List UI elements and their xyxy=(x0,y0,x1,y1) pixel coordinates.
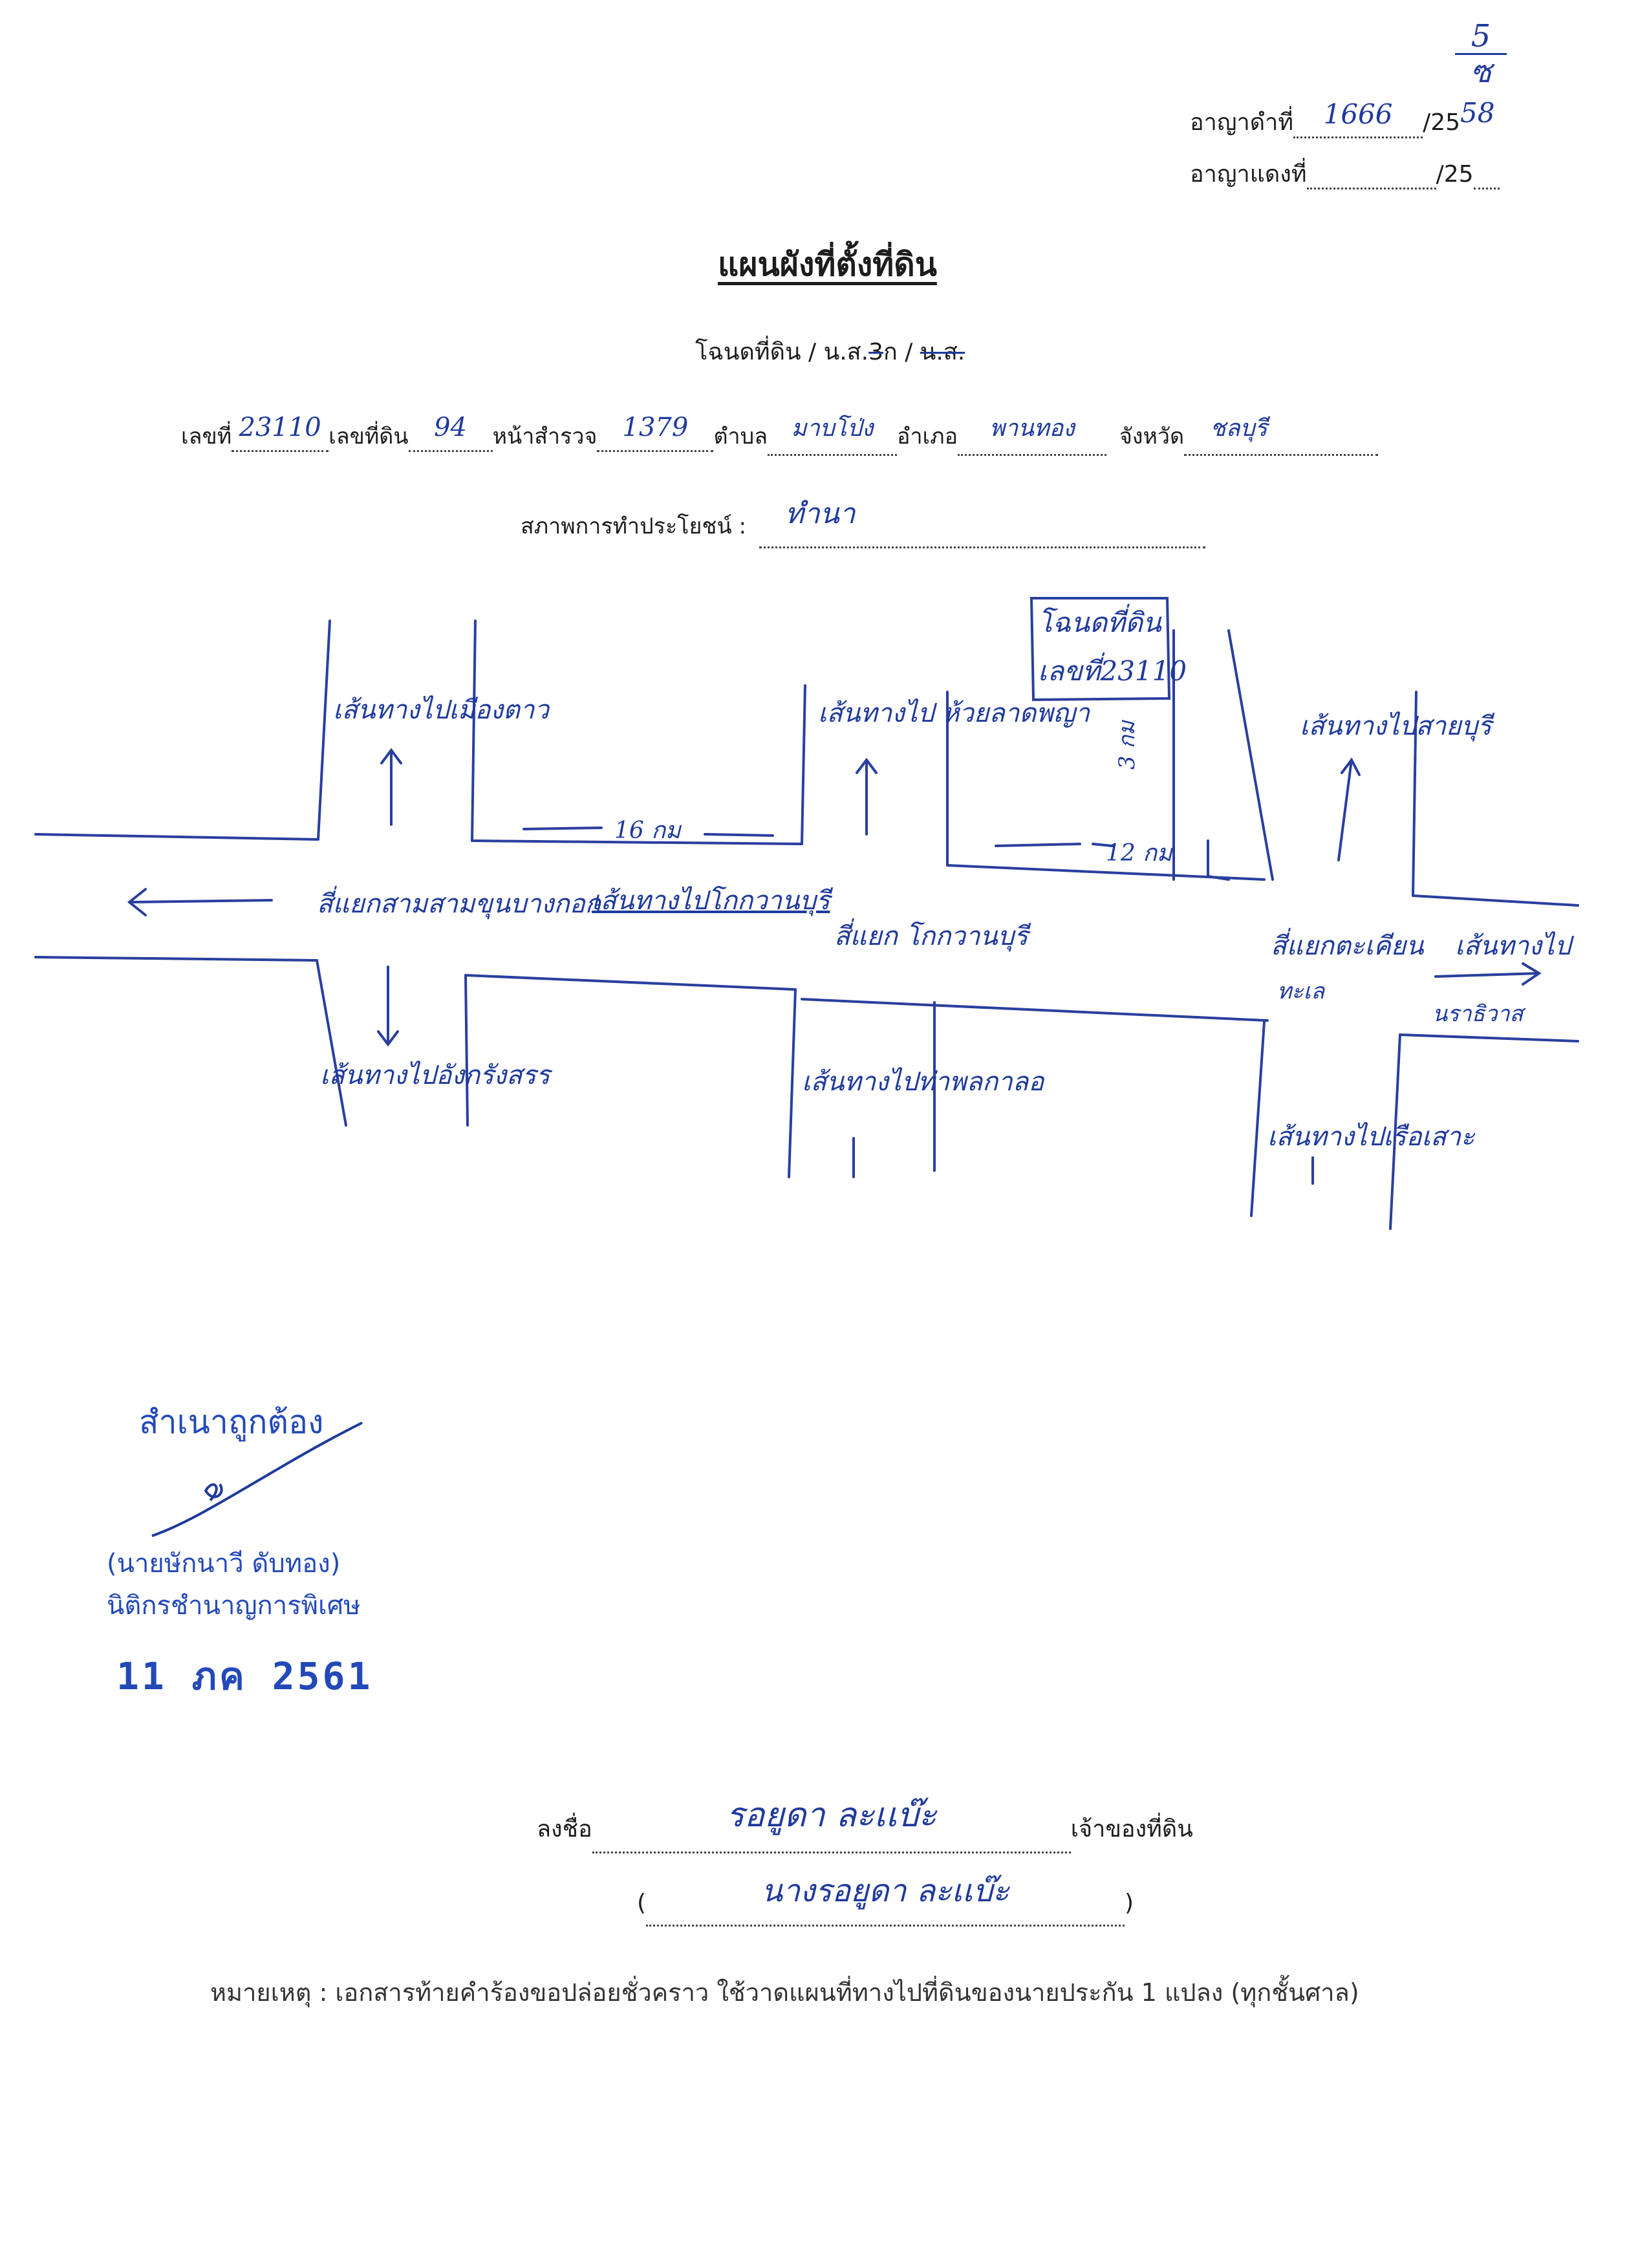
province-value: ชลบุรี xyxy=(1210,415,1267,442)
black-case-number: อาญาดำที่ 1666/2558 xyxy=(1190,97,1494,140)
dist-12: 12 กม xyxy=(1106,840,1172,867)
survey-value: 1379 xyxy=(622,413,689,442)
certifier-position: นิติกรชำนาญการพิเศษ xyxy=(107,1591,361,1621)
dist-3: 3 กม xyxy=(1114,720,1140,770)
junction-mid: สี่แยก โกกวานบุรี xyxy=(834,922,1028,951)
road-label-right-line2: นราธิวาส xyxy=(1432,1001,1524,1027)
road-edge-bottom-right xyxy=(1399,1033,1579,1042)
road-label-bottom-left: เส้นทางไปอังกรังสรร xyxy=(320,1061,550,1090)
road-label-kokwan: เส้นทางไปโกกวานบุรี xyxy=(592,886,830,916)
junction-right-line1: สี่แยกตะเคียน xyxy=(1271,931,1424,961)
deed-no-value: 23110 xyxy=(239,413,321,442)
deed-box xyxy=(1029,597,1171,702)
amphoe-label: อำเภอ xyxy=(897,424,958,449)
deed-types: โฉนดที่ดิน / น.ส.3ก / น.ส. xyxy=(695,333,965,370)
deed-marker xyxy=(1207,839,1230,881)
land-no-value: 94 xyxy=(434,413,468,442)
deed-box-line2: เลขที่23110 xyxy=(1038,655,1187,687)
page-number-bottom: ซ xyxy=(1455,53,1507,89)
sign-label: ลงชื่อ xyxy=(537,1816,592,1842)
certified-date: 11 ภค 2561 xyxy=(116,1654,373,1698)
black-case-label: อาญาดำที่ xyxy=(1190,109,1294,136)
dist-line-16a xyxy=(523,826,603,830)
black-case-year-prefix: /25 xyxy=(1423,109,1460,136)
signature-row: ลงชื่อ รอยูดา ละเเบ๊ะเจ้าของที่ดิน xyxy=(537,1796,1193,1853)
deed-types-part2: ก / xyxy=(883,339,920,365)
owner-label: เจ้าของที่ดิน xyxy=(1070,1816,1193,1842)
road-v-4a xyxy=(1412,691,1417,897)
page-title: แผนผังที่ตั้งที่ดิน xyxy=(718,246,937,283)
dist-line-12b xyxy=(1092,843,1114,847)
land-no-label: เลขที่ดิน xyxy=(329,424,409,449)
dist-line-12a xyxy=(995,843,1081,847)
tambon-label: ตำบล xyxy=(713,424,768,449)
survey-label: หน้าสำรวจ xyxy=(492,424,598,449)
page-number: 5 ซ xyxy=(1455,19,1507,89)
junction-right-line2: ทะเล xyxy=(1277,978,1325,1004)
black-case-year: 58 xyxy=(1460,97,1495,129)
road-v-2c xyxy=(788,988,797,1178)
road-v-1a xyxy=(317,620,331,841)
road-label-top-left: เส้นทางไปเมืองตาว xyxy=(333,695,549,725)
road-v-4b xyxy=(1389,1033,1401,1230)
printed-name-row: (นางรอยูดา ละเเบ๊ะ) xyxy=(637,1873,1134,1927)
footnote: หมายเหตุ : เอกสารท้ายคำร้องขอปล่อยชั่วคร… xyxy=(210,1978,1359,2007)
arrow-down-left xyxy=(377,966,399,1047)
road-v-3c xyxy=(1250,1021,1266,1217)
printed-name: นางรอยูดา ละเเบ๊ะ xyxy=(761,1873,1009,1909)
road-label-top-right: เส้นทางไปสายบุรี xyxy=(1300,711,1492,741)
road-v-1d xyxy=(464,974,469,1127)
deed-types-struck2: น.ส. xyxy=(920,339,965,365)
road-v-2a xyxy=(801,684,806,845)
tambon-value: มาบโป่ง xyxy=(791,415,874,442)
road-label-top-mid: เส้นทางไป ห้วยลาดพญา xyxy=(818,698,1090,728)
road-v-1b xyxy=(471,620,477,842)
road-edge-bottom-mid xyxy=(464,974,797,991)
land-use: สภาพการทำประโยชน์ : ทำนา xyxy=(521,497,1205,548)
road-edge-top-left-block xyxy=(471,839,803,845)
page-number-top: 5 xyxy=(1471,18,1491,54)
road-edge-top-right xyxy=(1412,894,1579,907)
junction-left: สี่แยกสามสามขุนบางกอก xyxy=(317,889,601,919)
road-label-bottom-mid: เส้นทางไปท่าพลกาลอ xyxy=(802,1067,1044,1097)
road-label-right-line1: เส้นทางไป xyxy=(1455,931,1571,961)
land-use-label: สภาพการทำประโยชน์ : xyxy=(521,513,746,539)
arrow-up-mid xyxy=(856,757,878,836)
arrow-up-right xyxy=(1337,757,1361,861)
road-edge-bottom-left xyxy=(34,956,318,962)
red-case-year-prefix: /25 xyxy=(1436,161,1474,188)
deed-no-label: เลขที่ xyxy=(181,424,232,449)
road-label-bottom-right: เส้นทางไปเรือเสาะ xyxy=(1267,1122,1475,1152)
arrow-up-left xyxy=(380,748,402,826)
red-case-label: อาญาแดงที่ xyxy=(1190,161,1307,188)
deed-row: เลขที่ 23110 เลขที่ดิน 94 หน้าสำรวจ 1379 ตำบล ม… xyxy=(181,413,1379,456)
arrow-right xyxy=(1434,962,1542,986)
dist-16: 16 กม xyxy=(614,817,681,844)
road-edge-top-left xyxy=(34,833,318,841)
sign-value: รอยูดา ละเเบ๊ะ xyxy=(726,1796,937,1835)
road-v-3b xyxy=(1227,629,1274,881)
deed-box-line1: โฉนดที่ดิน xyxy=(1038,607,1161,638)
dist-line-16b xyxy=(704,833,774,837)
arrow-left xyxy=(127,888,273,916)
land-use-value: ทำนา xyxy=(784,497,856,530)
deed-types-struck1: 3 xyxy=(868,339,883,365)
certified-title: สำเนาถูกต้อง xyxy=(139,1403,324,1441)
black-case-value: 1666 xyxy=(1323,98,1393,130)
amphoe-value: พานทอง xyxy=(989,415,1075,442)
province-label: จังหวัด xyxy=(1119,424,1185,449)
deed-types-part1: โฉนดที่ดิน / น.ส. xyxy=(695,339,869,365)
road-v-1c xyxy=(316,959,347,1127)
red-case-number: อาญาแดงที่ /25 xyxy=(1190,155,1500,192)
certifier-name: (นายษักนาวี ดับทอง) xyxy=(107,1549,341,1579)
road-edge-bottom-mid-right xyxy=(801,998,1269,1022)
